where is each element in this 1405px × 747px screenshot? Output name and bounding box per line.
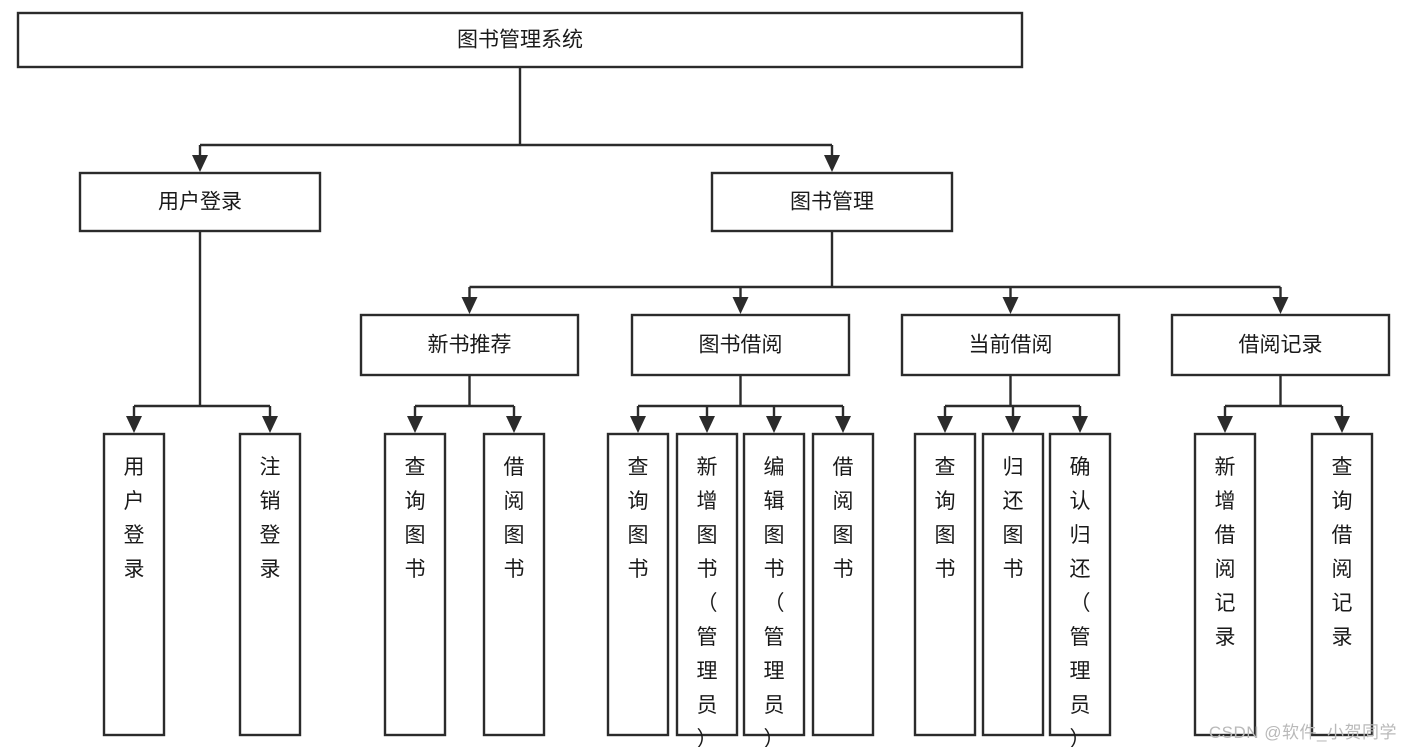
diagram-node-root[interactable]: 图书管理系统	[16, 11, 1024, 69]
node-label: 当前借阅	[969, 334, 1053, 357]
node-box	[1170, 313, 1391, 377]
diagram-nodes-layer: 图书管理系统用户登录图书管理新书推荐图书借阅当前借阅借阅记录用户登录注销登录查询…	[16, 11, 1391, 747]
node-box	[359, 313, 580, 377]
arrow-head-icon	[506, 416, 522, 433]
arrow-head-icon	[1072, 416, 1088, 433]
diagram-node-leaf-query-book-2[interactable]: 查询图书	[606, 432, 670, 737]
node-box	[482, 432, 546, 737]
node-label: 归还图书	[1003, 456, 1024, 581]
arrow-head-icon	[630, 416, 646, 433]
diagram-node-leaf-query-book-3[interactable]: 查询图书	[913, 432, 977, 737]
node-box	[1193, 432, 1257, 737]
arrow-head-icon	[192, 155, 208, 172]
arrow-head-icon	[126, 416, 142, 433]
diagram-node-leaf-confirm-return[interactable]: 确认归还（管理员）	[1048, 432, 1112, 747]
diagram-node-leaf-query-book-1[interactable]: 查询图书	[383, 432, 447, 737]
node-label: 查询图书	[405, 456, 426, 581]
diagram-node-leaf-borrow-book-1[interactable]: 借阅图书	[482, 432, 546, 737]
node-label: 借阅图书	[504, 456, 525, 581]
node-box	[16, 11, 1024, 69]
node-box	[238, 432, 302, 737]
arrow-head-icon	[1005, 416, 1021, 433]
node-box	[742, 432, 806, 737]
node-label: 查询图书	[935, 456, 956, 581]
node-label: 借阅记录	[1239, 334, 1323, 357]
node-box	[1310, 432, 1374, 737]
node-label: 图书管理	[790, 191, 874, 214]
arrow-head-icon	[1334, 416, 1350, 433]
node-box	[900, 313, 1121, 377]
arrow-head-icon	[835, 416, 851, 433]
node-box	[606, 432, 670, 737]
arrow-head-icon	[824, 155, 840, 172]
node-label: 新增借阅记录	[1215, 456, 1236, 649]
node-label: 用户登录	[124, 456, 145, 581]
arrow-head-icon	[937, 416, 953, 433]
arrow-head-icon	[732, 297, 749, 314]
node-box	[383, 432, 447, 737]
arrow-head-icon	[766, 416, 782, 433]
arrow-head-icon	[262, 416, 278, 433]
diagram-node-leaf-return-book[interactable]: 归还图书	[981, 432, 1045, 737]
node-label: 查询借阅记录	[1332, 456, 1353, 649]
diagram-node-leaf-add-book[interactable]: 新增图书（管理员）	[675, 432, 739, 747]
diagram-node-book-manage[interactable]: 图书管理	[710, 171, 954, 233]
node-box	[1048, 432, 1112, 737]
node-label: 查询图书	[628, 456, 649, 581]
node-label: 编辑图书（管理员）	[764, 456, 785, 747]
node-label: 新增图书（管理员）	[697, 456, 718, 747]
node-label: 图书借阅	[699, 334, 783, 357]
node-label: 注销登录	[260, 456, 281, 581]
diagram-node-leaf-query-record[interactable]: 查询借阅记录	[1310, 432, 1374, 737]
arrow-head-icon	[1002, 297, 1019, 314]
diagram-node-leaf-user-logout[interactable]: 注销登录	[238, 432, 302, 737]
node-box	[78, 171, 322, 233]
arrow-head-icon	[1217, 416, 1233, 433]
diagram-node-leaf-borrow-book-2[interactable]: 借阅图书	[811, 432, 875, 737]
node-label: 确认归还（管理员）	[1070, 456, 1091, 747]
node-box	[102, 432, 166, 737]
diagram-node-leaf-add-record[interactable]: 新增借阅记录	[1193, 432, 1257, 737]
node-box	[675, 432, 739, 737]
node-box	[981, 432, 1045, 737]
connector-lines-layer	[126, 67, 1350, 433]
node-label: 图书管理系统	[457, 29, 583, 52]
arrow-head-icon	[407, 416, 423, 433]
node-box	[811, 432, 875, 737]
diagram-node-new-book-rec[interactable]: 新书推荐	[359, 313, 580, 377]
node-box	[913, 432, 977, 737]
node-label: 新书推荐	[428, 334, 512, 357]
node-box	[710, 171, 954, 233]
node-box	[630, 313, 851, 377]
node-label: 借阅图书	[833, 456, 854, 581]
diagram-node-leaf-user-login[interactable]: 用户登录	[102, 432, 166, 737]
diagram-node-borrow-record[interactable]: 借阅记录	[1170, 313, 1391, 377]
diagram-node-current-borrow[interactable]: 当前借阅	[900, 313, 1121, 377]
arrow-head-icon	[1272, 297, 1289, 314]
diagram-node-user-login[interactable]: 用户登录	[78, 171, 322, 233]
arrow-head-icon	[461, 297, 478, 314]
csdn-watermark: CSDN @软件_小贺同学	[1208, 723, 1397, 742]
node-label: 用户登录	[158, 191, 242, 214]
diagram-node-book-borrow[interactable]: 图书借阅	[630, 313, 851, 377]
arrow-head-icon	[699, 416, 715, 433]
diagram-node-leaf-edit-book[interactable]: 编辑图书（管理员）	[742, 432, 806, 747]
